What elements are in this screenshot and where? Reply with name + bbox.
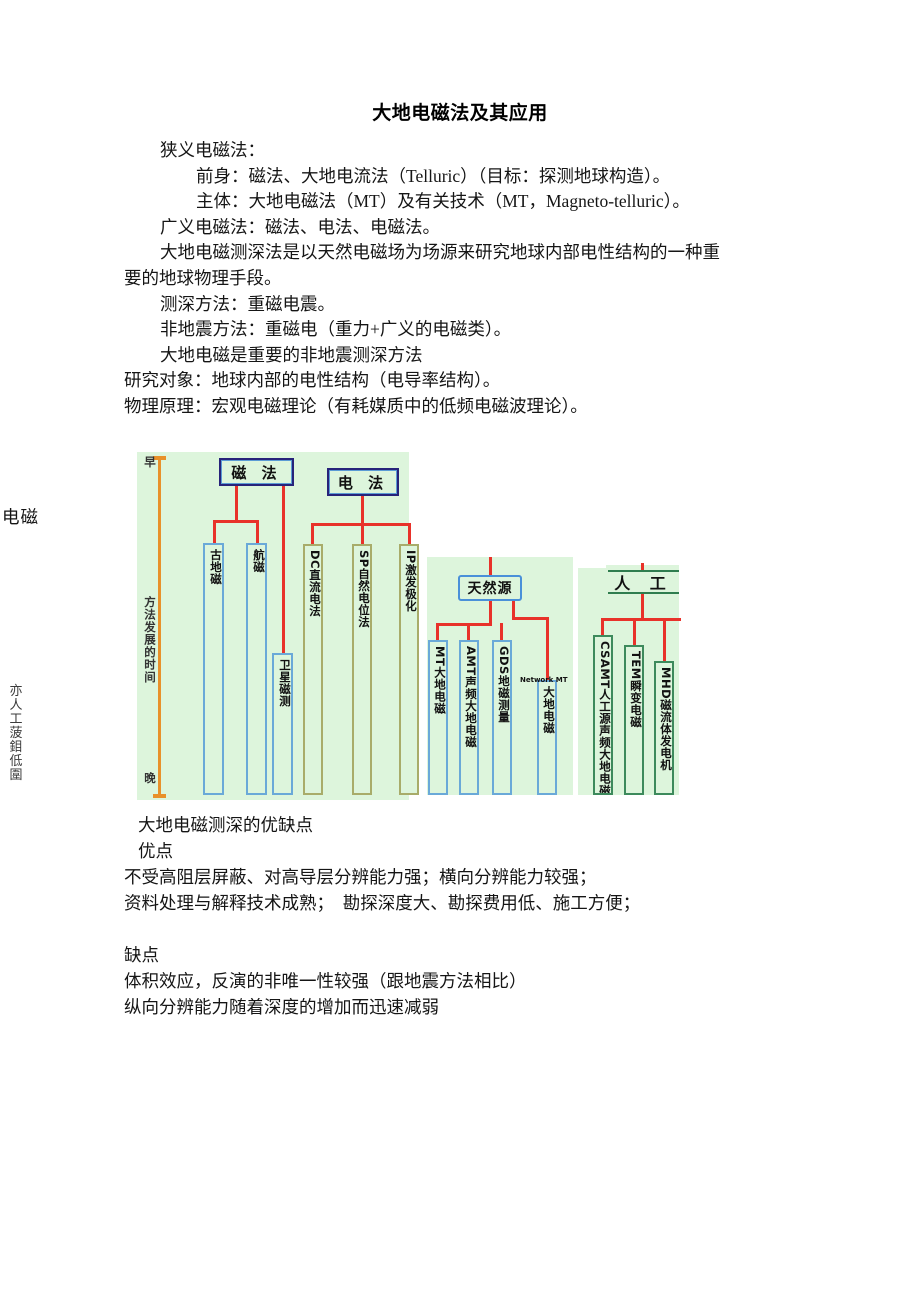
connector <box>213 520 216 544</box>
connector <box>436 623 439 641</box>
margin-note-word: 电磁 <box>2 507 39 527</box>
intro-line: 大地电磁是重要的非地震测深方法 <box>160 344 423 365</box>
note-line: 缺点 <box>124 945 159 965</box>
leaf-tag-amt: AMT <box>464 646 478 676</box>
connector <box>641 594 644 620</box>
diagram-panel-middle <box>427 557 573 795</box>
leaf-box-mhd: MHD磁流体发电机 <box>654 661 674 795</box>
connector <box>436 623 492 626</box>
leaf-box-mt: MT大地电磁 <box>428 640 448 795</box>
leaf-label-ip: 激发极化 <box>404 563 418 612</box>
margin-note-vertical: 亦人工菠鉬低圍 <box>9 683 23 782</box>
leaf-box-csamt: CSAMT人工源声频大地电磁 <box>593 635 613 795</box>
connector <box>601 618 604 636</box>
timeline-axis <box>158 458 161 796</box>
leaf-box-gds: GDS地磁测量 <box>492 640 512 795</box>
leaf-tag-gds: GDS <box>497 646 511 675</box>
timeline-cap-top <box>153 456 166 460</box>
connector <box>361 523 364 545</box>
leaf-label-gds: 地磁测量 <box>497 674 511 723</box>
leaf-box-tem: TEM瞬变电磁 <box>624 645 644 795</box>
leaf-label-mt: 大地电磁 <box>433 666 447 715</box>
connector <box>489 601 492 625</box>
connector <box>408 523 411 545</box>
leaf-tag-mhd: MHD <box>659 667 673 700</box>
connector <box>213 520 259 523</box>
note-line: 纵向分辨能力随着深度的增加而迅速减弱 <box>124 997 439 1017</box>
connector <box>256 520 259 544</box>
leaf-tag-mt: MT <box>433 646 447 667</box>
connector <box>361 496 364 526</box>
leaf-box-dc: DC直流电法 <box>303 544 323 795</box>
intro-line: 广义电磁法：磁法、电法、电磁法。 <box>160 216 440 237</box>
connector <box>512 617 548 620</box>
intro-line: 狭义电磁法： <box>160 140 265 160</box>
leaf-tag-dc: DC <box>308 550 322 569</box>
page-title: 大地电磁法及其应用 <box>372 102 548 124</box>
leaf-label-tem: 瞬变电磁 <box>629 679 643 728</box>
intro-line: 测深方法：重磁电震。 <box>160 293 335 314</box>
note-line: 大地电磁测深的优缺点 <box>138 815 313 835</box>
connector <box>601 618 681 621</box>
note-line: 优点 <box>138 841 173 861</box>
axis-marker-late: 晚 <box>143 772 157 785</box>
leaf-box-gudici: 古地磁 <box>203 543 224 795</box>
notes-spacer <box>124 916 824 942</box>
leaf-tag-csamt: CSAMT <box>598 641 612 689</box>
leaf-box-hangci: 航磁 <box>246 543 267 795</box>
connector <box>489 557 492 579</box>
leaf-tag-tem: TEM <box>629 651 643 680</box>
diagram-panel-left <box>137 452 409 800</box>
axis-marker-early: 早 <box>143 456 157 469</box>
leaf-box-sp: SP自然电位法 <box>352 544 372 795</box>
group-header-cifa: 磁 法 <box>219 458 294 486</box>
timeline-cap-bottom <box>153 794 166 798</box>
leaf-tag-sp: SP <box>357 550 371 568</box>
intro-line: 物理原理：宏观电磁理论（有耗媒质中的低频电磁波理论）。 <box>124 395 588 416</box>
connector <box>633 618 636 646</box>
group-header-dianfa: 电 法 <box>327 468 399 496</box>
connector <box>311 523 314 545</box>
leaf-tag-ip: IP <box>404 550 418 564</box>
group-header-rengong: 人 工 <box>608 570 679 594</box>
intro-text-block: 狭义电磁法： 前身：磁法、大地电流法（Telluric）（目标：探测地球构造）。… <box>124 138 804 420</box>
leaf-box-weixingcice: 卫星磁测 <box>272 653 293 795</box>
connector <box>500 623 503 641</box>
leaf-label-dc: 直流电法 <box>308 569 322 617</box>
connector <box>311 523 411 526</box>
connector <box>663 618 666 662</box>
connector <box>467 623 470 641</box>
leaf-label-csamt: 人工源声频大地电磁 <box>598 688 612 795</box>
intro-line: 大地电磁测深法是以天然电磁场为场源来研究地球内部电性结构的一种重 <box>160 242 720 263</box>
axis-label-time: 方法发展的时间 <box>143 596 157 684</box>
intro-line: 非地震方法：重磁电（重力+广义的电磁类）。 <box>160 319 512 340</box>
leaf-label-sp: 自然电位法 <box>357 567 371 628</box>
note-line: 不受高阻层屏蔽、对高导层分辨能力强；横向分辨能力较强； <box>124 867 597 887</box>
leaf-label-amt: 声频大地电磁 <box>464 675 478 748</box>
notes-block: 大地电磁测深的优缺点 优点 不受高阻层屏蔽、对高导层分辨能力强；横向分辨能力较强… <box>124 812 824 1020</box>
connector <box>282 486 285 654</box>
connector <box>235 486 238 522</box>
intro-line: 要的地球物理手段。 <box>124 267 282 288</box>
connector <box>546 617 549 681</box>
note-line: 资料处理与解释技术成熟； 勘探深度大、勘探费用低、施工方便； <box>124 893 641 913</box>
intro-line: 研究对象：地球内部的电性结构（电导率结构）。 <box>124 370 501 391</box>
intro-line: 前身：磁法、大地电流法（Telluric）（目标：探测地球构造）。 <box>196 165 671 186</box>
diagram-panel-right-top <box>606 565 679 597</box>
leaf-box-ip: IP激发极化 <box>399 544 419 795</box>
note-line: 体积效应，反演的非唯一性较强（跟地震方法相比） <box>124 971 527 991</box>
connector <box>512 601 515 619</box>
leaf-box-amt: AMT声频大地电磁 <box>459 640 479 795</box>
leaf-box-networkmt: 大地电磁 <box>537 680 557 795</box>
group-header-tianranyuan: 天然源 <box>458 575 522 601</box>
connector <box>641 563 644 573</box>
leaf-label-mhd: 磁流体发电机 <box>659 699 673 772</box>
leaf-tag-networkmt: Network MT <box>520 676 568 684</box>
intro-line: 主体：大地电磁法（MT）及有关技术（MT，Magneto-telluric）。 <box>196 191 690 212</box>
diagram-panel-right <box>578 568 679 795</box>
